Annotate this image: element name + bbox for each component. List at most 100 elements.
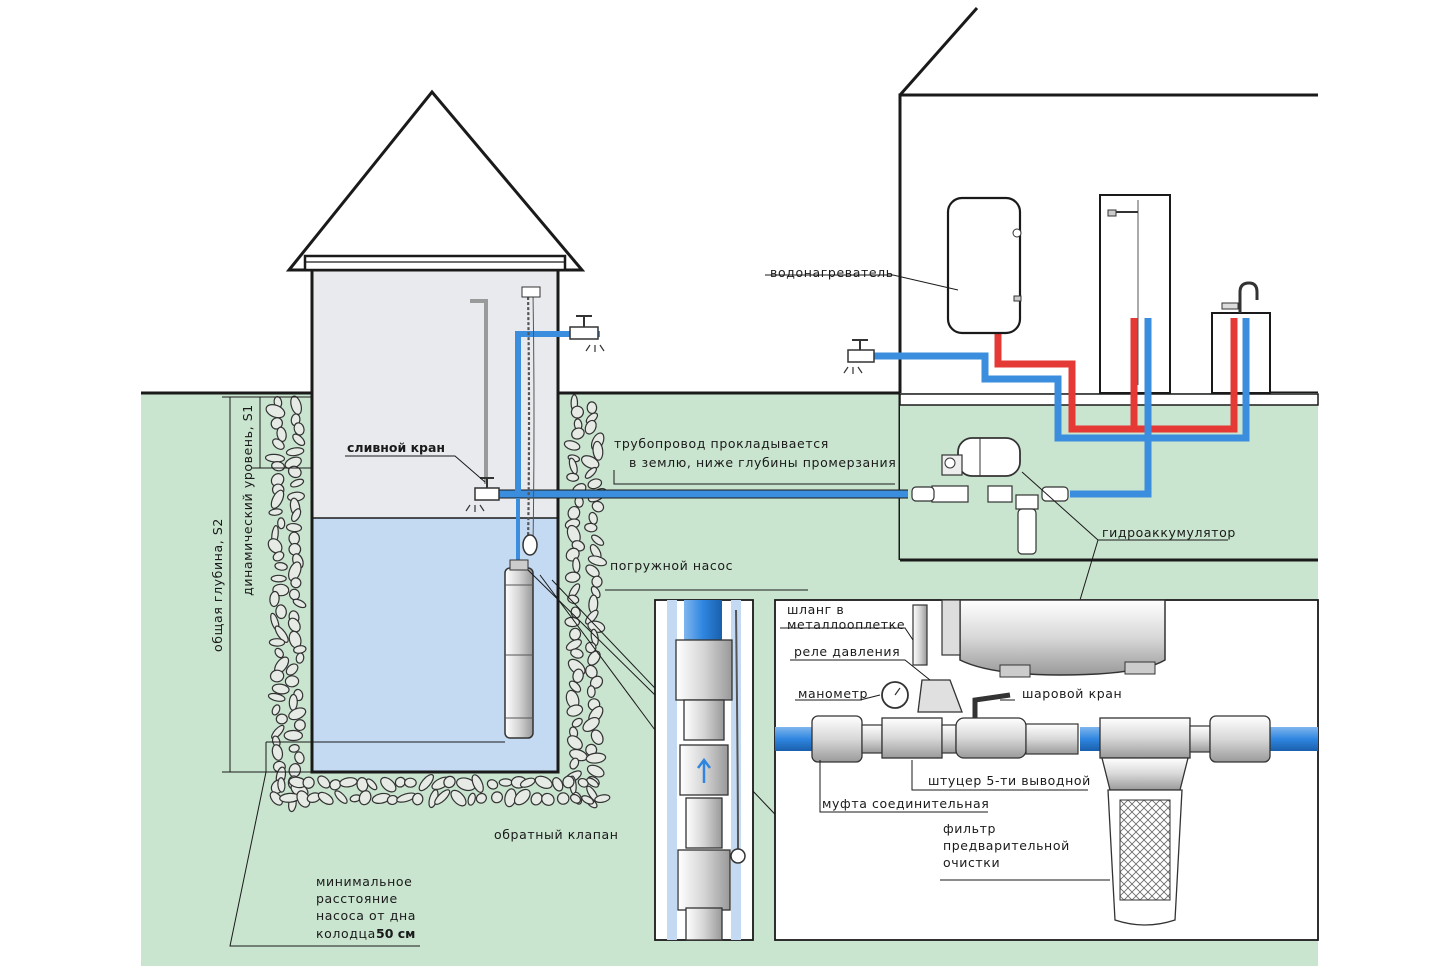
gravel-stone — [586, 764, 605, 778]
gravel-stone — [292, 598, 307, 609]
gravel-stone — [562, 775, 575, 789]
gravel-stone — [272, 438, 285, 450]
gravel-stone — [265, 404, 286, 419]
label-hydroaccumulator: гидроаккумулятор — [1102, 525, 1236, 540]
label-pipeline-1: трубопровод прокладывается — [614, 436, 829, 451]
gravel-stone — [270, 574, 287, 583]
gravel-stone — [295, 652, 305, 664]
gravel-stone — [285, 447, 305, 457]
gravel-stone — [467, 792, 476, 806]
gravel-stone — [567, 594, 580, 605]
gravel-stone — [284, 675, 300, 688]
gravel-stone — [290, 577, 302, 589]
gravel-stone — [590, 729, 604, 745]
gravel-stone — [586, 777, 599, 788]
gravel-stone — [587, 650, 601, 666]
label-coupling: муфта соединительная — [822, 796, 989, 811]
well-roof-eave — [303, 254, 567, 272]
gravel-stone — [475, 792, 487, 804]
label-min-dist-1: минимальное — [316, 874, 412, 889]
hot-water-pipes — [994, 318, 1238, 433]
gravel-stone — [269, 791, 283, 806]
gravel-stone — [294, 751, 305, 765]
gravel-stone — [275, 604, 287, 620]
gravel-stone — [317, 775, 331, 789]
gravel-stone — [577, 777, 589, 788]
well-walls — [310, 268, 560, 774]
pressure-relay — [917, 679, 963, 713]
garden-tap-well-icon — [569, 315, 605, 352]
rope-mount — [521, 286, 541, 298]
gravel-stone — [411, 792, 424, 806]
gravel-stone — [591, 500, 605, 513]
pump-rope — [526, 291, 531, 546]
gravel-stone — [365, 778, 378, 791]
gravel-stone — [570, 648, 584, 659]
gravel-stone — [287, 465, 302, 479]
gravel-stone — [569, 793, 582, 804]
gravel-stone — [587, 555, 608, 567]
label-filter-1: фильтр — [943, 821, 996, 836]
gravel-stone — [317, 791, 334, 806]
hydroaccumulator-small — [911, 437, 1069, 555]
faucet-icon — [1238, 281, 1259, 313]
label-check-valve: обратный клапан — [494, 827, 619, 842]
gravel-stone — [288, 744, 300, 753]
detail-leader-lines — [780, 627, 1110, 881]
gravel-stone — [380, 776, 397, 793]
label-min-dist-3: насоса от дна — [316, 908, 416, 923]
label-min-dist-4: колодца — [316, 926, 376, 941]
gravel-stone — [334, 790, 348, 804]
coupling-fitting — [811, 715, 863, 763]
gravel-stone — [586, 401, 598, 415]
gravel-backfill — [264, 394, 611, 813]
gravel-stone — [268, 638, 286, 647]
gravel-stone — [541, 792, 555, 806]
gravel-stone — [450, 789, 467, 807]
drain-pipe — [470, 299, 488, 484]
gravel-stone — [569, 757, 580, 770]
gravel-stone — [269, 669, 285, 683]
label-hose-1: шланг в — [787, 602, 844, 617]
label-ball-valve: шаровой кран — [1022, 686, 1122, 701]
detail-pump-pipe — [654, 599, 754, 941]
main-underground-pipe — [497, 490, 908, 498]
house-roof — [898, 7, 979, 96]
gravel-stone — [582, 716, 600, 733]
gravel-stone — [274, 625, 289, 643]
gravel-stone — [288, 693, 298, 711]
gravel-stone — [594, 794, 611, 804]
label-min-dist-2: расстояние — [316, 891, 398, 906]
gravel-stone — [581, 795, 595, 805]
gravel-stone — [290, 508, 302, 523]
drain-tap-icon — [465, 477, 500, 512]
gravel-stone — [274, 647, 284, 659]
gravel-stone — [288, 707, 307, 721]
gravel-stone — [271, 744, 284, 761]
gravel-stone — [585, 564, 600, 578]
gravel-stone — [592, 440, 604, 461]
gravel-stone — [513, 788, 531, 806]
house-floor — [899, 393, 1319, 406]
gravel-stone — [564, 616, 580, 628]
gravel-stone — [443, 775, 456, 789]
gravel-stone — [585, 752, 607, 764]
gravel-stone — [287, 617, 301, 633]
label-fitting: штуцер 5-ти выводной — [928, 773, 1091, 788]
gravel-stone — [586, 685, 596, 698]
gravel-stone — [584, 419, 597, 435]
submersible-pump — [504, 534, 538, 739]
gravel-stone — [276, 426, 287, 443]
gravel-stone — [275, 713, 288, 725]
ball-valve — [955, 717, 1027, 759]
label-hose-2: металлооплетке — [787, 617, 905, 632]
gravel-stone — [571, 427, 585, 440]
gravel-stone — [268, 508, 283, 516]
gravel-stone — [285, 522, 303, 533]
gravel-stone — [418, 773, 434, 792]
gravel-stone — [290, 395, 302, 416]
gravel-stone — [534, 775, 553, 789]
label-total-depth: общая глубина, S2 — [210, 518, 225, 652]
